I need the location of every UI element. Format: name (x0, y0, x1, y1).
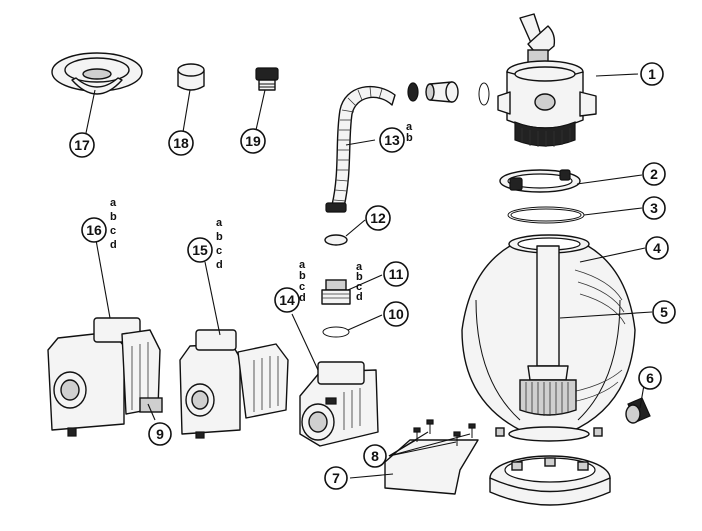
callout-number: 4 (653, 240, 661, 256)
callout-number: 7 (332, 470, 340, 486)
callout-circle (652, 300, 676, 324)
part-14-pump (299, 361, 379, 447)
callout-18: 18 (168, 130, 194, 156)
callout-sub-letter: b (216, 231, 223, 243)
callout-number: 17 (74, 137, 90, 153)
callout-13: 13 ab (379, 121, 413, 153)
callout-circle (645, 236, 669, 260)
part-12-plug (324, 234, 348, 246)
callout-4: 4 (645, 236, 669, 260)
part-15-pump (179, 329, 289, 439)
part-2-clamp (499, 169, 581, 193)
callout-12: 12 (365, 205, 391, 231)
callout-number: 9 (156, 426, 164, 442)
callout-number: 16 (86, 222, 102, 238)
callout-circle (69, 132, 95, 158)
leader-lines (85, 73, 653, 479)
callout-1: 1 (640, 62, 664, 86)
callout-number: 6 (646, 370, 654, 386)
callout-sub-letter: b (356, 271, 363, 283)
part-17-ring (51, 52, 143, 95)
callout-number: 19 (245, 133, 261, 149)
callout-7: 7 (324, 466, 348, 490)
callout-sub-letter: c (216, 245, 222, 257)
callout-10: 10 (383, 301, 409, 327)
callout-number: 18 (173, 135, 189, 151)
callout-circle (168, 130, 194, 156)
callout-number: 11 (389, 266, 404, 282)
callout-circle (240, 128, 266, 154)
part-5-standpipe (519, 245, 577, 416)
callout-sub-letter: a (216, 217, 223, 229)
callout-sub-letter: b (110, 211, 117, 223)
callout-circle (640, 62, 664, 86)
callout-number: 2 (650, 166, 658, 182)
callout-sub-letter: a (406, 121, 413, 133)
callout-8: 8 (363, 444, 387, 468)
callout-number: 8 (371, 448, 379, 464)
callout-sub-letter: d (299, 292, 306, 304)
part-10-o-ring (322, 326, 350, 338)
callout-layer: 1234567891011abcd1213ab14abcd15abcd16abc… (69, 62, 676, 490)
part-1-multiport-valve (497, 13, 597, 147)
callout-sub-letter: c (356, 281, 362, 293)
callout-5: 5 (652, 300, 676, 324)
callout-17: 17 (69, 132, 95, 158)
part-6-drain-plug (625, 397, 651, 424)
callout-circle (274, 287, 300, 313)
callout-sub-letter: a (110, 197, 117, 209)
callout-circle (187, 237, 213, 263)
callout-number: 12 (370, 210, 386, 226)
callout-number: 5 (660, 304, 668, 320)
callout-sub-letter: d (216, 259, 223, 271)
callout-circle (363, 444, 387, 468)
valve-connector-set (407, 81, 490, 106)
callout-number: 3 (650, 200, 658, 216)
part-13-hose (325, 85, 396, 213)
callout-circle (365, 205, 391, 231)
part-16-pump (47, 317, 163, 437)
callout-sub-letter: c (110, 225, 116, 237)
callout-sub-letter: a (299, 259, 306, 271)
callout-sub-letter: d (356, 291, 363, 303)
callout-circle (81, 217, 107, 243)
callout-circle (642, 162, 666, 186)
callout-circle (324, 466, 348, 490)
callout-sub-letter: b (406, 132, 413, 144)
callout-3: 3 (642, 196, 666, 220)
callout-number: 14 (279, 292, 295, 308)
callout-sub-letter: c (299, 281, 305, 293)
callout-sub-letter: a (356, 261, 363, 273)
callout-circle (148, 422, 172, 446)
callout-circle (383, 301, 409, 327)
callout-number: 1 (648, 66, 656, 82)
callout-19: 19 (240, 128, 266, 154)
part-3-o-ring (507, 206, 585, 224)
part-11-fitting (321, 279, 351, 305)
callout-2: 2 (642, 162, 666, 186)
callout-sub-letter: b (299, 270, 306, 282)
part-7-base-stand (384, 439, 611, 506)
callout-circle (383, 261, 409, 287)
part-19-fitting (255, 67, 279, 91)
callout-number: 15 (192, 242, 208, 258)
callout-circle (379, 127, 405, 153)
callout-number: 13 (384, 132, 400, 148)
part-8-screws (413, 419, 476, 446)
callout-number: 10 (388, 306, 404, 322)
callout-9: 9 (148, 422, 172, 446)
part-18-cap (177, 63, 205, 91)
callout-circle (642, 196, 666, 220)
callout-circle (638, 366, 662, 390)
callout-sub-letter: d (110, 239, 117, 251)
callout-6: 6 (638, 366, 662, 390)
